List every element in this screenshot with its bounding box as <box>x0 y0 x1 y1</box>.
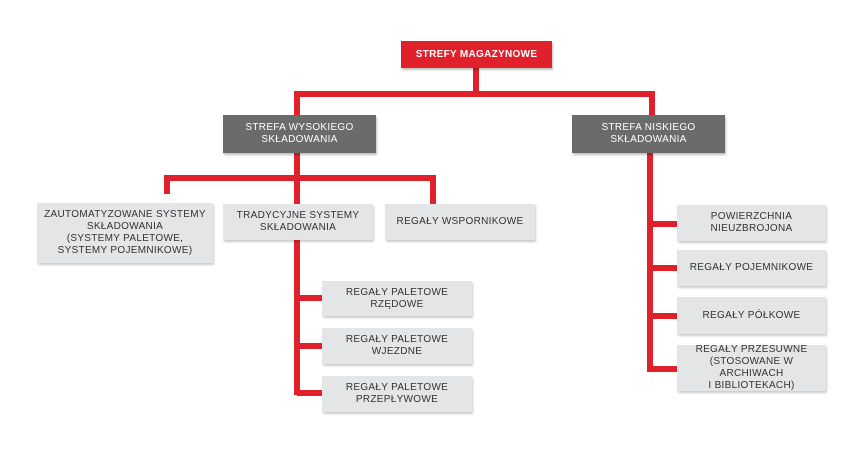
connector-root-to-zones <box>294 68 655 115</box>
unequipped-area-node: POWIERZCHNIA NIEUZBROJONA <box>677 205 826 241</box>
connector-high-zone-to-children <box>164 153 436 204</box>
automated-storage-systems-node: ZAUTOMATYZOWANE SYSTEMY SKŁADOWANIA (SYS… <box>37 203 213 263</box>
connector-low-zone-to-children <box>647 153 677 372</box>
traditional-storage-systems-node: TRADYCYJNE SYSTEMY SKŁADOWANIA <box>223 204 373 240</box>
high-storage-zone-node: STREFA WYSOKIEGO SKŁADOWANIA <box>223 115 376 153</box>
container-racks-node: REGAŁY POJEMNIKOWE <box>677 250 826 286</box>
root-node-storage-zones: STREFY MAGAZYNOWE <box>401 41 552 68</box>
low-storage-zone-node: STREFA NISKIEGO SKŁADOWANIA <box>572 115 725 153</box>
cantilever-racks-node: REGAŁY WSPORNIKOWE <box>385 204 535 240</box>
drive-in-pallet-racks-node: REGAŁY PALETOWE WJEZDNE <box>322 328 472 364</box>
shelf-racks-node: REGAŁY PÓŁKOWE <box>677 297 826 334</box>
mobile-racks-node: REGAŁY PRZESUWNE (STOSOWANE W ARCHIWACH … <box>677 344 826 391</box>
connector-traditional-to-racks <box>294 240 322 396</box>
flow-pallet-racks-node: REGAŁY PALETOWE PRZEPŁYWOWE <box>322 376 472 412</box>
row-pallet-racks-node: REGAŁY PALETOWE RZĘDOWE <box>322 281 472 316</box>
